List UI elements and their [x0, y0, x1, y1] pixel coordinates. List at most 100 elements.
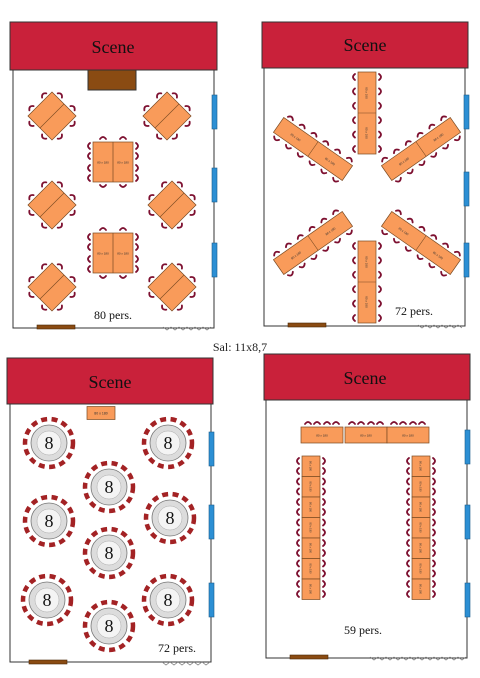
chair — [171, 133, 178, 140]
chair — [148, 291, 155, 298]
chair — [87, 142, 91, 150]
chair — [41, 133, 48, 140]
chair — [56, 133, 63, 140]
stage-label: Scene — [92, 37, 135, 57]
stage-area — [6, 357, 214, 405]
chair — [87, 164, 91, 172]
table-size-label: 80 x 180 — [432, 251, 444, 261]
chair — [406, 508, 410, 516]
stage-area — [263, 353, 471, 401]
chair — [432, 549, 436, 557]
door — [28, 659, 68, 665]
chair — [432, 559, 436, 568]
table-size-label: 80 x 180 — [316, 434, 328, 438]
door — [36, 324, 76, 330]
chair — [87, 233, 91, 241]
chair — [313, 421, 321, 425]
chair — [428, 123, 436, 130]
chair — [352, 116, 356, 125]
round-table: 8 — [141, 573, 195, 627]
round-table-seats: 8 — [43, 590, 52, 610]
u-table: 80 x 180 — [300, 421, 344, 444]
chair — [41, 263, 48, 270]
chair — [56, 304, 63, 311]
round-chairs — [22, 494, 76, 548]
chair — [322, 590, 326, 598]
u-table: 80 x 180 — [296, 496, 326, 518]
round-chairs — [82, 599, 136, 653]
chair — [135, 174, 139, 182]
chair — [322, 569, 326, 578]
chair — [352, 145, 356, 153]
round-chairs — [141, 573, 195, 627]
round-table: 8 — [82, 526, 136, 580]
round-chairs — [143, 491, 197, 545]
table-top — [301, 578, 321, 600]
chair — [287, 270, 294, 277]
round-chairs — [82, 460, 136, 514]
round-table-center — [96, 474, 122, 500]
chair — [332, 209, 339, 216]
chair — [418, 421, 426, 425]
chair — [41, 304, 48, 311]
table-size-label: 80 x 180 — [419, 584, 423, 595]
round-table: 8 — [22, 416, 76, 470]
chair — [406, 518, 410, 527]
chair — [378, 101, 382, 110]
chair — [430, 152, 438, 158]
chair — [334, 148, 341, 155]
chair — [432, 590, 436, 598]
chair — [406, 528, 410, 537]
round-table-seats: 8 — [105, 543, 114, 563]
chair — [454, 250, 461, 257]
table-top — [411, 578, 431, 600]
table-size-label: 80 x 180 — [419, 502, 423, 513]
chair — [378, 299, 382, 308]
chair — [296, 549, 300, 557]
chair — [378, 130, 382, 139]
table-size-label: 80 x 180 — [290, 250, 302, 260]
chair — [161, 222, 168, 229]
chair — [378, 87, 382, 96]
table-size-label: 80 x 180 — [419, 482, 423, 493]
round-table-seats: 8 — [105, 616, 114, 636]
chair — [393, 148, 400, 155]
chair — [87, 265, 91, 273]
chair — [308, 226, 316, 232]
chair — [352, 256, 356, 265]
chair — [352, 73, 356, 81]
chair — [352, 242, 356, 250]
round-table-center — [155, 430, 181, 456]
table-size-label: 80 x 180 — [324, 157, 336, 167]
chair — [406, 467, 410, 475]
chair — [416, 254, 424, 260]
chair — [322, 487, 326, 496]
chair — [348, 421, 356, 425]
diamond-table — [27, 262, 77, 312]
chair — [189, 276, 196, 283]
chair — [176, 304, 183, 311]
table-size-label: 80 x 180 — [419, 523, 423, 534]
chair — [432, 539, 436, 547]
chair — [409, 421, 417, 425]
chair — [135, 142, 139, 150]
chair — [367, 421, 375, 425]
round-table-center — [36, 508, 62, 534]
chair — [322, 559, 326, 568]
chair — [189, 291, 196, 298]
table-size-label: 80 x 180 — [309, 482, 313, 493]
chair — [135, 243, 139, 251]
chair — [176, 263, 183, 270]
chair — [184, 105, 191, 112]
chair — [320, 168, 328, 175]
chair — [148, 276, 155, 283]
round-table: 8 — [82, 460, 136, 514]
table-top — [300, 426, 344, 444]
table-size-label: 80 x 180 — [325, 226, 337, 236]
chair — [430, 234, 438, 240]
chair — [432, 528, 436, 537]
window — [208, 504, 215, 540]
window — [208, 431, 215, 467]
